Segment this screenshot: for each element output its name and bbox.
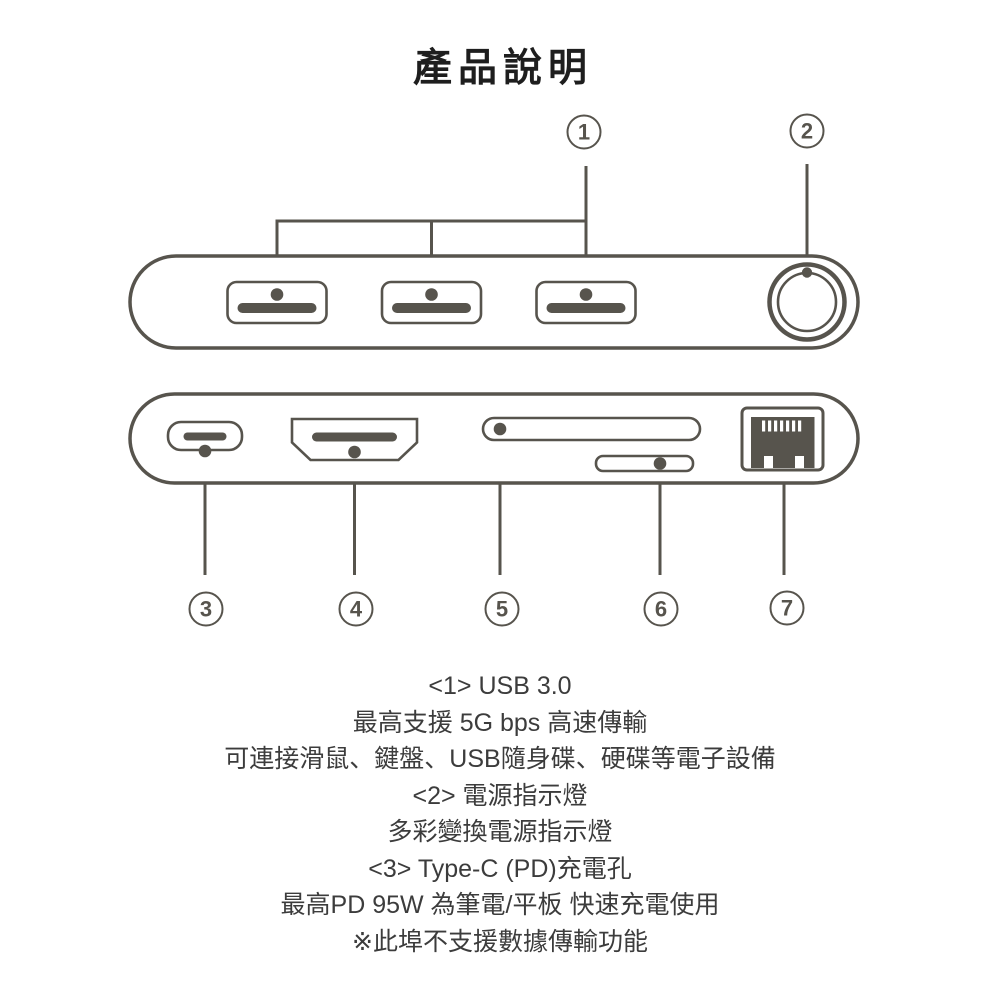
- sd-card-slot-icon: [481, 416, 702, 442]
- hdmi-port-icon: [290, 417, 419, 462]
- note-usb-heading: <1> USB 3.0: [428, 672, 572, 700]
- hub-top-view: [128, 254, 860, 350]
- callout-1-badge: 1: [566, 114, 602, 150]
- callout-7-badge: 7: [769, 590, 805, 626]
- note-typec-power: 最高PD 95W 為筆電/平板 快速充電使用: [280, 891, 720, 919]
- hub-side-view: [128, 392, 860, 485]
- ethernet-rj45-port-icon: [740, 406, 825, 472]
- usb-a-port-2-icon: [380, 280, 483, 325]
- callout-5-badge: 5: [484, 591, 520, 627]
- note-led-heading: <2> 電源指示燈: [412, 781, 588, 810]
- ethernet-pins: [762, 420, 802, 432]
- callout-4-badge: 4: [338, 591, 374, 627]
- usb-a-port-3-icon: [535, 280, 637, 325]
- power-indicator-light-icon: [767, 262, 847, 342]
- callout-leader-lines-bottom: [203, 429, 786, 575]
- type-c-port-icon: [166, 420, 244, 458]
- micro-sd-slot-icon: [594, 454, 695, 473]
- page-title: 產品說明: [412, 47, 593, 90]
- note-usb-devices: 可連接滑鼠、鍵盤、USB隨身碟、硬碟等電子設備: [224, 745, 776, 773]
- usb-a-port-1-icon: [226, 280, 328, 325]
- note-usb-speed: 最高支援 5G bps 高速傳輸: [352, 708, 648, 737]
- note-led-detail: 多彩變換電源指示燈: [387, 818, 613, 846]
- note-typec-heading: <3> Type-C (PD)充電孔: [368, 854, 632, 883]
- callout-6-badge: 6: [643, 591, 679, 627]
- callout-2-badge: 2: [789, 113, 825, 149]
- hub-body-top: [128, 254, 860, 350]
- product-notes: <1> USB 3.0 最高支援 5G bps 高速傳輸 可連接滑鼠、鍵盤、US…: [0, 668, 1000, 960]
- callout-3-badge: 3: [188, 591, 224, 627]
- note-typec-limitation: ※此埠不支援數據傳輸功能: [352, 927, 648, 956]
